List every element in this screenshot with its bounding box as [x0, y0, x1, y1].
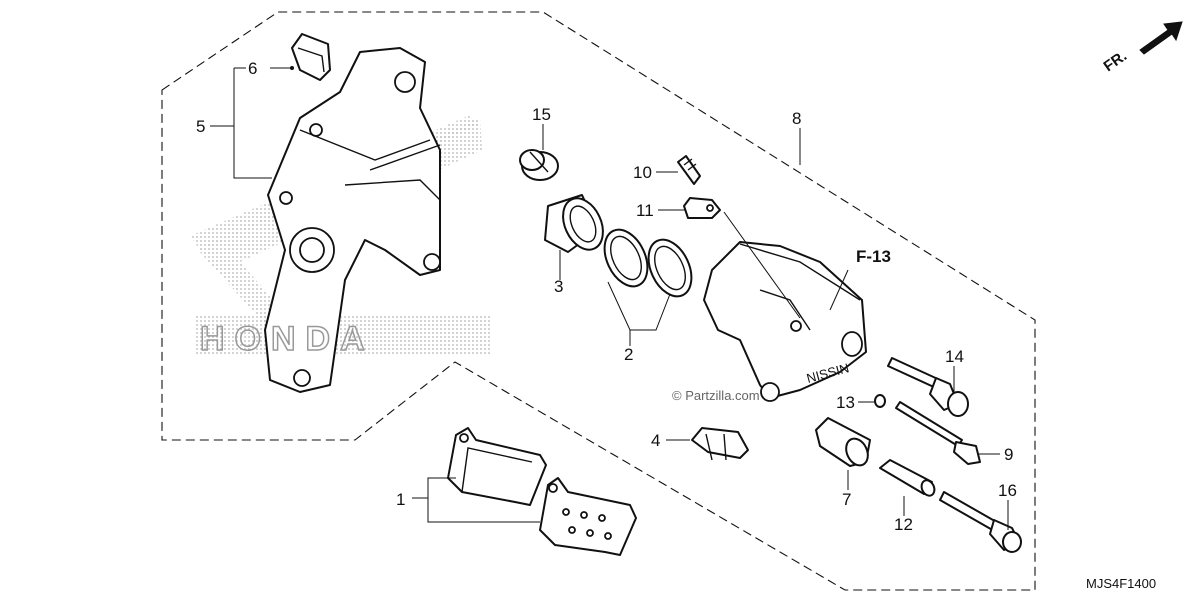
pad-retainer-part — [691, 427, 749, 461]
callout-8: 8 — [792, 109, 801, 128]
background-logo-text: HONDA — [200, 320, 375, 358]
callout-13: 13 — [836, 393, 855, 412]
piston-part — [544, 194, 604, 253]
bleeder-screw-part — [677, 155, 701, 185]
bleeder-cap-part — [519, 149, 559, 181]
caliper-body-part: NISSIN — [703, 241, 867, 402]
callout-5: 5 — [196, 117, 205, 136]
callout-2: 2 — [624, 345, 633, 364]
boot-part — [815, 417, 871, 467]
assembly-boundary — [161, 11, 1036, 591]
leader-lines — [210, 66, 1009, 530]
front-direction-indicator: FR. — [1101, 21, 1183, 75]
callout-1: 1 — [396, 490, 405, 509]
callout-7: 7 — [842, 490, 851, 509]
callout-labels: 1 2 3 4 5 6 7 8 9 10 11 12 13 14 15 16 — [196, 59, 1017, 534]
callout-16: 16 — [998, 481, 1017, 500]
o-ring-part — [874, 394, 886, 408]
pin-bolt-a-part — [887, 357, 969, 417]
piston-seal-set-part — [603, 228, 693, 298]
pad-spring-clip-part — [291, 33, 331, 81]
pin-bolt-b-part — [895, 401, 981, 465]
callout-12: 12 — [894, 515, 913, 534]
watermark-text: © Partzilla.com — [672, 388, 760, 403]
callout-11: 11 — [636, 201, 654, 220]
front-direction-arrow-icon — [1139, 21, 1183, 55]
caliper-bracket-part — [264, 47, 441, 393]
callout-6: 6 — [248, 59, 257, 78]
callout-9: 9 — [1004, 445, 1013, 464]
callout-4: 4 — [651, 431, 660, 450]
callout-3: 3 — [554, 277, 563, 296]
collar-part — [879, 459, 936, 497]
diagram-code: MJS4F1400 — [1086, 576, 1156, 591]
callout-15: 15 — [532, 105, 551, 124]
hose-clamp-part — [683, 197, 721, 219]
callout-10: 10 — [633, 163, 652, 182]
front-direction-label: FR. — [1101, 47, 1131, 75]
brake-pad-set-part — [447, 427, 637, 556]
reference-label: F-13 — [856, 247, 891, 266]
mounting-bolt-part — [939, 491, 1022, 553]
callout-14: 14 — [945, 347, 964, 366]
